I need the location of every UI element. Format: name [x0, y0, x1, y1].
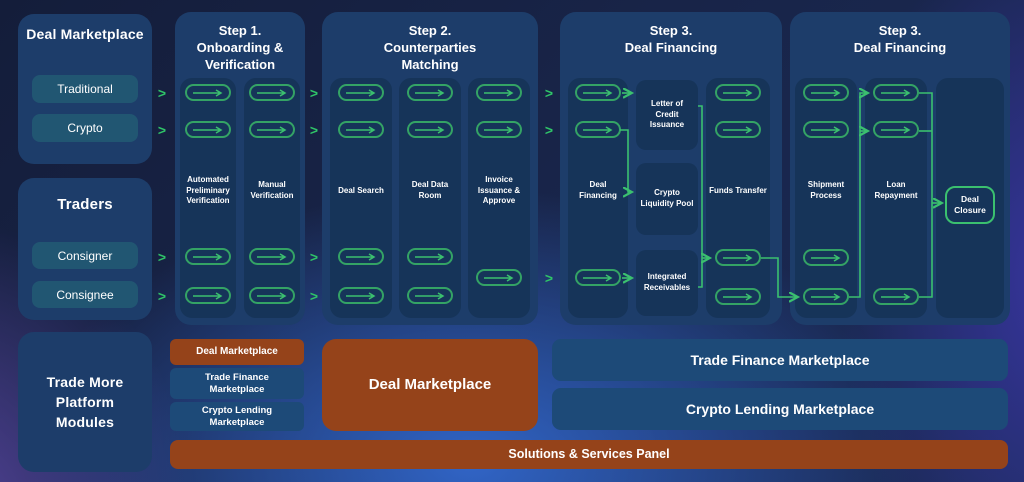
- deal-marketplace-title: Deal Marketplace: [26, 26, 144, 42]
- flow-chevron-icon: >: [544, 85, 554, 101]
- deal-search-column: Deal Search: [330, 78, 392, 318]
- step3b-name: Deal Financing: [853, 39, 947, 55]
- deal-marketplace-footer-panel: Deal Marketplace: [322, 339, 538, 431]
- flow-arrow-pill: [715, 121, 761, 138]
- flow-arrow-pill: [715, 288, 761, 305]
- flow-arrow-pill: [873, 121, 919, 138]
- traditional-button: Traditional: [32, 75, 138, 103]
- module-stack-crypto-lending: Crypto Lending Marketplace: [170, 402, 304, 431]
- step3a-panel: Step 3. Deal Financing Deal Financing Le…: [560, 12, 782, 325]
- flow-arrow-pill: [185, 248, 231, 265]
- flow-arrow-pill: [476, 121, 522, 138]
- flow-chevron-icon: >: [157, 249, 167, 265]
- shipment-process-column: Shipment Process: [795, 78, 857, 318]
- flow-chevron-icon: >: [157, 288, 167, 304]
- solutions-services-panel-bar: Solutions & Services Panel: [170, 440, 1008, 469]
- step3b-panel: Step 3. Deal Financing Shipment Process …: [790, 12, 1010, 325]
- step3a-name: Deal Financing: [624, 39, 718, 55]
- flow-chevron-icon: >: [544, 122, 554, 138]
- flow-arrow-pill: [338, 84, 384, 101]
- loan-repayment-column: Loan Repayment: [865, 78, 927, 318]
- flow-arrow-pill: [338, 287, 384, 304]
- trade-more-panel: Trade More Platform Modules: [18, 332, 152, 472]
- traders-title: Traders: [57, 196, 113, 213]
- flow-arrow-pill: [338, 248, 384, 265]
- trade-finance-marketplace-bar: Trade Finance Marketplace: [552, 339, 1008, 381]
- letter-of-credit-box: Letter of Credit Issuance: [636, 80, 698, 150]
- crypto-lending-marketplace-bar: Crypto Lending Marketplace: [552, 388, 1008, 430]
- flow-arrow-pill: [407, 84, 453, 101]
- deal-marketplace-panel: Deal Marketplace Traditional Crypto: [18, 14, 152, 164]
- column-label: Deal Search: [338, 185, 384, 195]
- invoice-column: Invoice Issuance & Approve: [468, 78, 530, 318]
- flow-arrow-pill: [575, 84, 621, 101]
- column-label: Funds Transfer: [709, 185, 767, 195]
- step3a-label: Step 3.: [649, 23, 693, 38]
- flow-arrow-pill: [715, 84, 761, 101]
- consignee-button: Consignee: [32, 281, 138, 308]
- trade-more-title: Trade More Platform Modules: [46, 373, 124, 431]
- flow-chevron-icon: >: [157, 85, 167, 101]
- flow-arrow-pill: [873, 288, 919, 305]
- flow-chevron-icon: >: [157, 122, 167, 138]
- column-label: Deal Financing: [579, 180, 617, 200]
- column-label: Loan Repayment: [874, 180, 918, 200]
- module-stack-deal-marketplace: Deal Marketplace: [170, 339, 304, 365]
- deal-closure-column: Deal Closure: [936, 78, 1004, 318]
- flow-chevron-icon: >: [309, 122, 319, 138]
- flow-arrow-pill: [476, 84, 522, 101]
- deal-closure-box: Deal Closure: [945, 186, 995, 224]
- flow-arrow-pill: [715, 249, 761, 266]
- integrated-receivables-box: Integrated Receivables: [636, 250, 698, 316]
- column-label: Automated Preliminary Verification: [186, 174, 230, 206]
- step2-panel: Step 2. Counterparties Matching Deal Sea…: [322, 12, 538, 325]
- step3b-label: Step 3.: [878, 23, 922, 38]
- flow-arrow-pill: [185, 84, 231, 101]
- flow-chevron-icon: >: [309, 85, 319, 101]
- flow-arrow-pill: [803, 249, 849, 266]
- column-label: Deal Data Room: [411, 180, 449, 200]
- crypto-liquidity-pool-box: Crypto Liquidity Pool: [636, 163, 698, 235]
- flow-arrow-pill: [803, 84, 849, 101]
- flow-chevron-icon: >: [309, 249, 319, 265]
- flow-arrow-pill: [575, 269, 621, 286]
- step1-label: Step 1.: [218, 23, 262, 38]
- flow-chevron-icon: >: [544, 270, 554, 286]
- flow-arrow-pill: [803, 288, 849, 305]
- step1-panel: Step 1. Onboarding & Verification Automa…: [175, 12, 305, 325]
- flow-arrow-pill: [407, 287, 453, 304]
- flow-arrow-pill: [185, 287, 231, 304]
- consigner-button: Consigner: [32, 242, 138, 269]
- step2-label: Step 2.: [408, 23, 452, 38]
- flow-arrow-pill: [803, 121, 849, 138]
- flow-arrow-pill: [185, 121, 231, 138]
- column-label: Manual Verification: [250, 180, 294, 200]
- deal-financing-column: Deal Financing: [568, 78, 628, 318]
- flow-arrow-pill: [249, 287, 295, 304]
- flow-arrow-pill: [407, 121, 453, 138]
- flow-arrow-pill: [873, 84, 919, 101]
- flow-arrow-pill: [249, 121, 295, 138]
- flow-arrow-pill: [575, 121, 621, 138]
- step1-name: Onboarding & Verification: [196, 39, 284, 72]
- flow-arrow-pill: [249, 84, 295, 101]
- column-label: Invoice Issuance & Approve: [477, 174, 521, 206]
- flow-arrow-pill: [338, 121, 384, 138]
- column-label: Shipment Process: [807, 180, 845, 200]
- flow-chevron-icon: >: [309, 288, 319, 304]
- traders-panel: Traders Consigner Consignee: [18, 178, 152, 320]
- funds-transfer-column: Funds Transfer: [706, 78, 770, 318]
- auto-verification-column: Automated Preliminary Verification: [180, 78, 236, 318]
- deal-data-room-column: Deal Data Room: [399, 78, 461, 318]
- step2-name: Counterparties Matching: [383, 39, 477, 72]
- flow-arrow-pill: [476, 269, 522, 286]
- crypto-button: Crypto: [32, 114, 138, 142]
- flow-arrow-pill: [407, 248, 453, 265]
- module-stack-trade-finance: Trade Finance Marketplace: [170, 368, 304, 399]
- flow-arrow-pill: [249, 248, 295, 265]
- manual-verification-column: Manual Verification: [244, 78, 300, 318]
